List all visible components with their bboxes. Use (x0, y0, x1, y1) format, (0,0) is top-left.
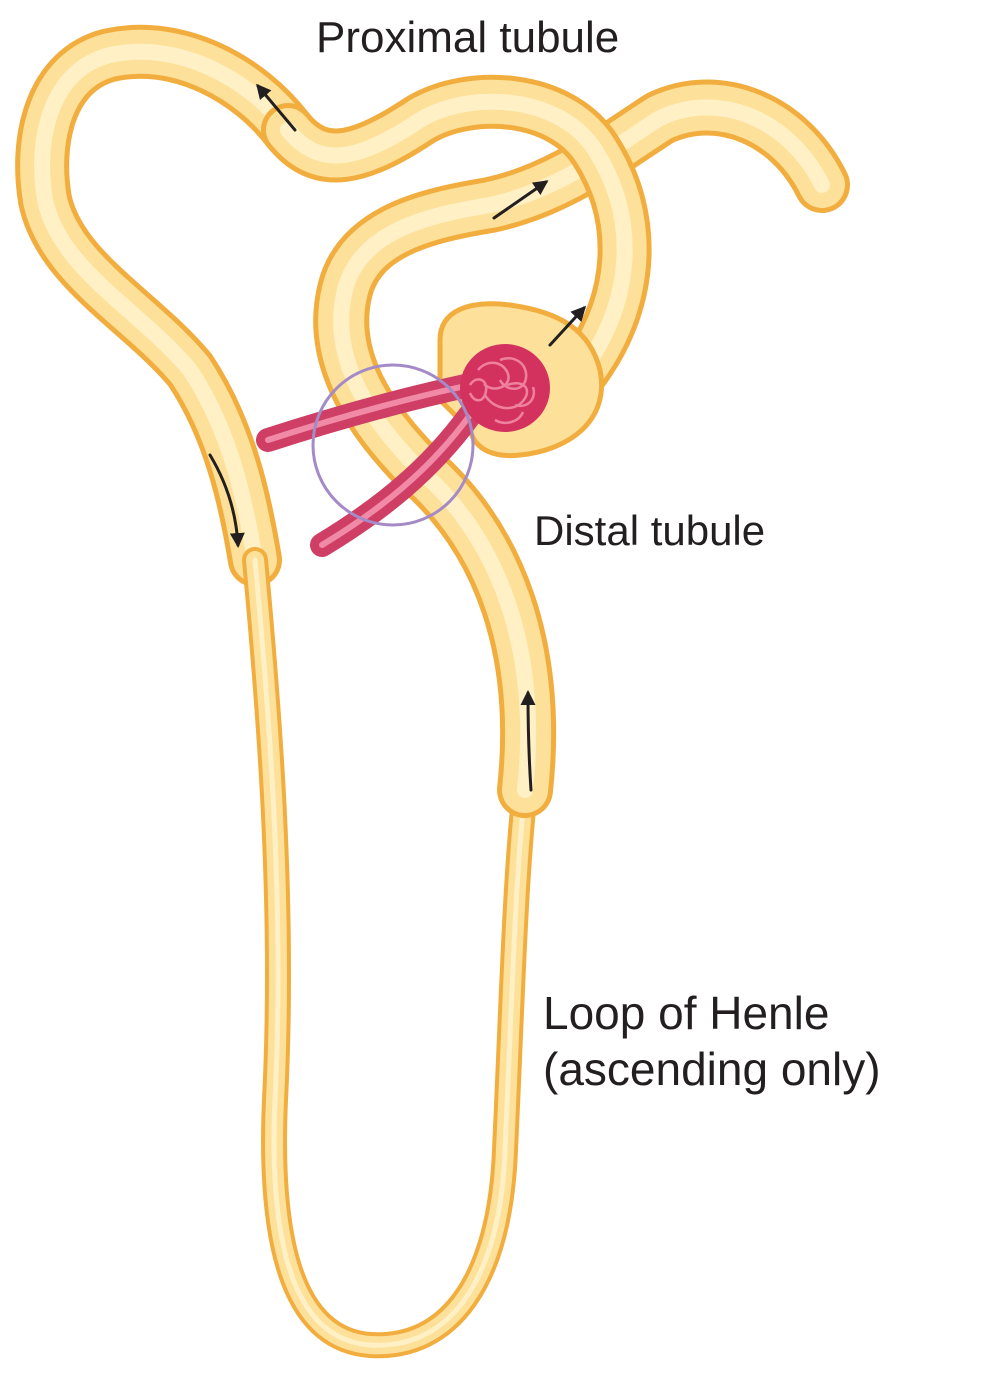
arrow-icon (208, 453, 245, 548)
loop-of-henle-label-line1: Loop of Henle (543, 987, 830, 1039)
proximal-tubule-label: Proximal tubule (316, 13, 620, 62)
arterioles (256, 373, 482, 557)
tubule (15, 24, 850, 1359)
juxtaglomerular-highlight-circle (311, 363, 475, 527)
arrow-icon (256, 83, 297, 132)
flow-arrows (208, 83, 587, 792)
loop-of-henle (242, 547, 538, 1359)
arrow-icon (548, 305, 587, 347)
loop-of-henle-label-line2: (ascending only) (543, 1043, 881, 1096)
loop-of-henle-label: Loop of Henle (ascending only) (543, 985, 881, 1097)
glomerulus (460, 344, 550, 432)
distal-tubule (313, 79, 850, 818)
proximal-tubule (15, 24, 315, 587)
arrow-icon (492, 180, 549, 220)
distal-tubule-label: Distal tubule (534, 507, 766, 554)
arrow-icon (520, 690, 536, 792)
